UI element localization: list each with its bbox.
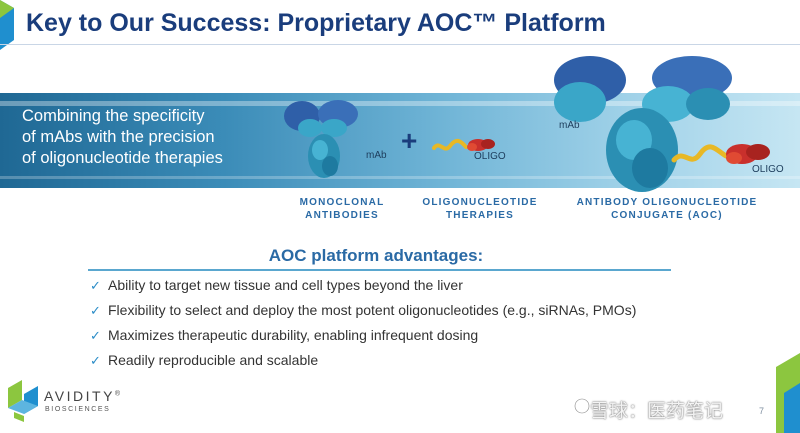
advantages-heading: AOC platform advantages: (268, 246, 484, 265)
monoclonal-antibody-icon (284, 100, 358, 178)
checkmark-icon: ✓ (90, 303, 101, 318)
page-number: 7 (759, 406, 765, 416)
checkmark-icon: ✓ (90, 353, 101, 368)
company-logo: AVIDITY® BIOSCIENCES (6, 378, 126, 428)
caption-line: ANTIBODIES (305, 210, 379, 221)
watermark: 雪球：医药笔记 (590, 401, 724, 422)
list-item: ✓ Maximizes therapeutic durability, enab… (90, 327, 636, 352)
plus-icon: + (401, 125, 418, 156)
tagline-line: Combining the specificity (22, 107, 205, 125)
advantages-list: ✓ Ability to target new tissue and cell … (90, 277, 636, 377)
tagline-line: of oligonucleotide therapies (22, 149, 223, 167)
caption-aoc: ANTIBODY OLIGONUCLEOTIDE CONJUGATE (AOC) (572, 196, 762, 222)
page-title: Key to Our Success: Proprietary AOC™ Pla… (26, 9, 606, 37)
tagline-line: of mAbs with the precision (22, 128, 215, 146)
banner-tagline: Combining the specificity of mAbs with t… (22, 106, 262, 169)
list-item: ✓ Ability to target new tissue and cell … (90, 277, 636, 302)
list-item: ✓ Readily reproducible and scalable (90, 352, 636, 377)
antibody-oligonucleotide-conjugate-icon (554, 56, 770, 192)
checkmark-icon: ✓ (90, 278, 101, 293)
registered-mark: ® (114, 390, 121, 398)
corner-accent-icon (776, 353, 800, 433)
advantage-text: Flexibility to select and deploy the mos… (108, 302, 637, 318)
caption-line: CONJUGATE (AOC) (611, 210, 723, 221)
snowball-icon (574, 398, 590, 414)
logo-wordmark: AVIDITY® (44, 388, 120, 404)
advantages-divider (88, 269, 671, 271)
caption-line: OLIGONUCLEOTIDE (422, 197, 538, 208)
oligo-label: OLIGO (474, 151, 506, 162)
mab-label: mAb (366, 150, 387, 161)
banner-stripe (0, 101, 800, 106)
advantage-text: Ability to target new tissue and cell ty… (108, 277, 463, 293)
advantage-text: Maximizes therapeutic durability, enabli… (108, 327, 479, 343)
mab-label: mAb (559, 120, 580, 131)
title-divider (0, 44, 800, 45)
caption-oligonucleotide-therapies: OLIGONUCLEOTIDE THERAPIES (416, 196, 544, 222)
banner-stripe-lower (0, 176, 800, 179)
list-item: ✓ Flexibility to select and deploy the m… (90, 302, 636, 327)
caption-line: MONOCLONAL (299, 197, 385, 208)
caption-line: THERAPIES (445, 210, 515, 221)
corner-accent-icon (0, 0, 14, 50)
logo-subtitle: BIOSCIENCES (45, 406, 111, 413)
checkmark-icon: ✓ (90, 328, 101, 343)
oligo-label: OLIGO (752, 164, 784, 175)
caption-line: ANTIBODY OLIGONUCLEOTIDE (576, 197, 758, 208)
advantage-text: Readily reproducible and scalable (108, 352, 319, 368)
avidity-logo-icon (8, 380, 38, 422)
oligonucleotide-icon (432, 138, 495, 151)
caption-monoclonal-antibodies: MONOCLONAL ANTIBODIES (282, 196, 402, 222)
logo-word: AVIDITY (44, 388, 115, 404)
